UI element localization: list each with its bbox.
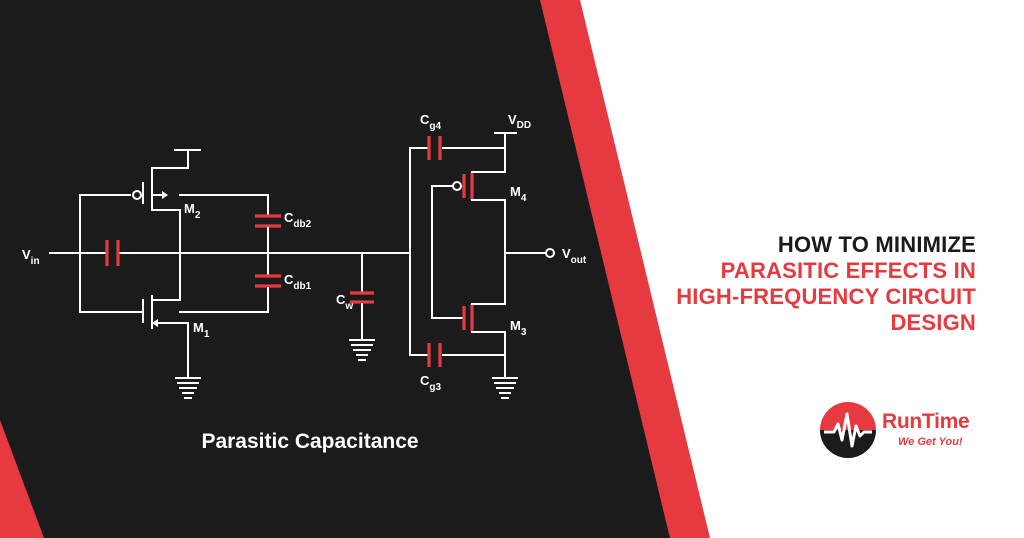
headline-line-2: PARASITIC EFFECTS IN <box>720 258 976 283</box>
runtime-logo[interactable]: RunTime We Get You! <box>820 400 1000 460</box>
label-cg4: Cg4 <box>420 112 441 132</box>
label-cw: Cw <box>336 292 353 312</box>
label-vdd: VDD <box>508 112 531 131</box>
diagram-caption: Parasitic Capacitance <box>201 430 419 453</box>
label-cg3: Cg3 <box>420 373 441 393</box>
transistor-m1 <box>129 295 189 379</box>
output-terminal <box>545 248 555 258</box>
dark-panel <box>0 0 670 538</box>
left-inverter <box>49 149 411 399</box>
ground-symbol-m3 <box>492 377 518 399</box>
ground-symbol-m1 <box>175 377 201 399</box>
label-vout: Vout <box>562 246 587 266</box>
transistor-m2 <box>132 149 201 211</box>
label-cdb1: Cdb1 <box>284 272 312 292</box>
label-m3: M3 <box>510 318 527 338</box>
label-vin: Vin <box>22 247 40 267</box>
right-inverter <box>409 132 555 399</box>
label-cdb2: Cdb2 <box>284 210 312 230</box>
label-m2: M2 <box>184 201 201 221</box>
headline-line-1: HOW TO MINIMIZE <box>777 232 976 257</box>
headline-line-4: DESIGN <box>890 310 976 335</box>
transistor-m3 <box>462 303 506 333</box>
transistor-m4 <box>452 171 506 201</box>
label-m1: M1 <box>193 320 210 340</box>
wire-capacitance <box>349 252 375 361</box>
headline-line-3: HIGH-FREQUENCY CIRCUIT <box>676 284 976 309</box>
headline: HOW TO MINIMIZE PARASITIC EFFECTS IN HIG… <box>646 232 976 336</box>
brand-tagline: We Get You! <box>898 436 963 448</box>
brand-name: RunTime <box>882 410 970 433</box>
label-m4: M4 <box>510 184 527 204</box>
pulse-icon <box>820 402 876 458</box>
